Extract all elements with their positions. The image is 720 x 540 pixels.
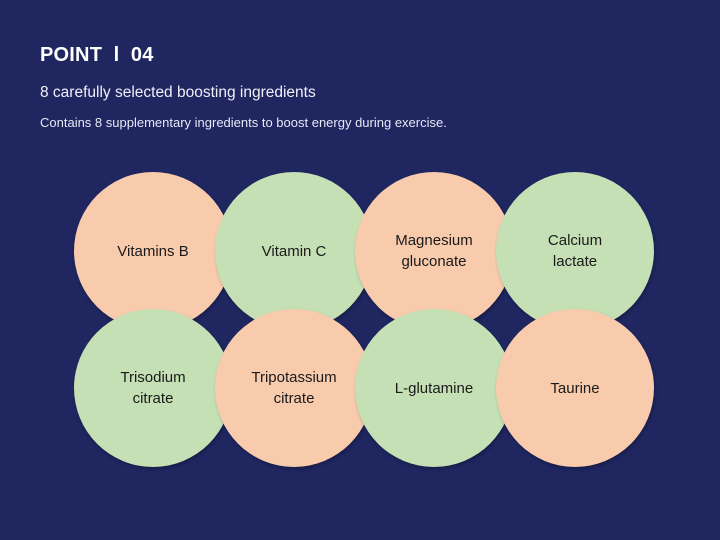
ingredient-circle-tripotassium-citrate: Tripotassium citrate — [215, 309, 373, 467]
slide-title: POINT l 04 — [40, 44, 154, 66]
ingredient-circle-l-glutamine: L-glutamine — [355, 309, 513, 467]
ingredient-circle-taurine: Taurine — [496, 309, 654, 467]
ingredient-circle-magnesium-gluconate: Magnesium gluconate — [355, 172, 513, 330]
ingredient-circle-vitamin-c: Vitamin C — [215, 172, 373, 330]
slide-subtitle: 8 carefully selected boosting ingredient… — [40, 84, 316, 101]
ingredient-circle-trisodium-citrate: Trisodium citrate — [74, 309, 232, 467]
ingredient-circle-calcium-lactate: Calcium lactate — [496, 172, 654, 330]
slide-description: Contains 8 supplementary ingredients to … — [40, 115, 447, 130]
ingredient-circle-vitamins-b: Vitamins B — [74, 172, 232, 330]
